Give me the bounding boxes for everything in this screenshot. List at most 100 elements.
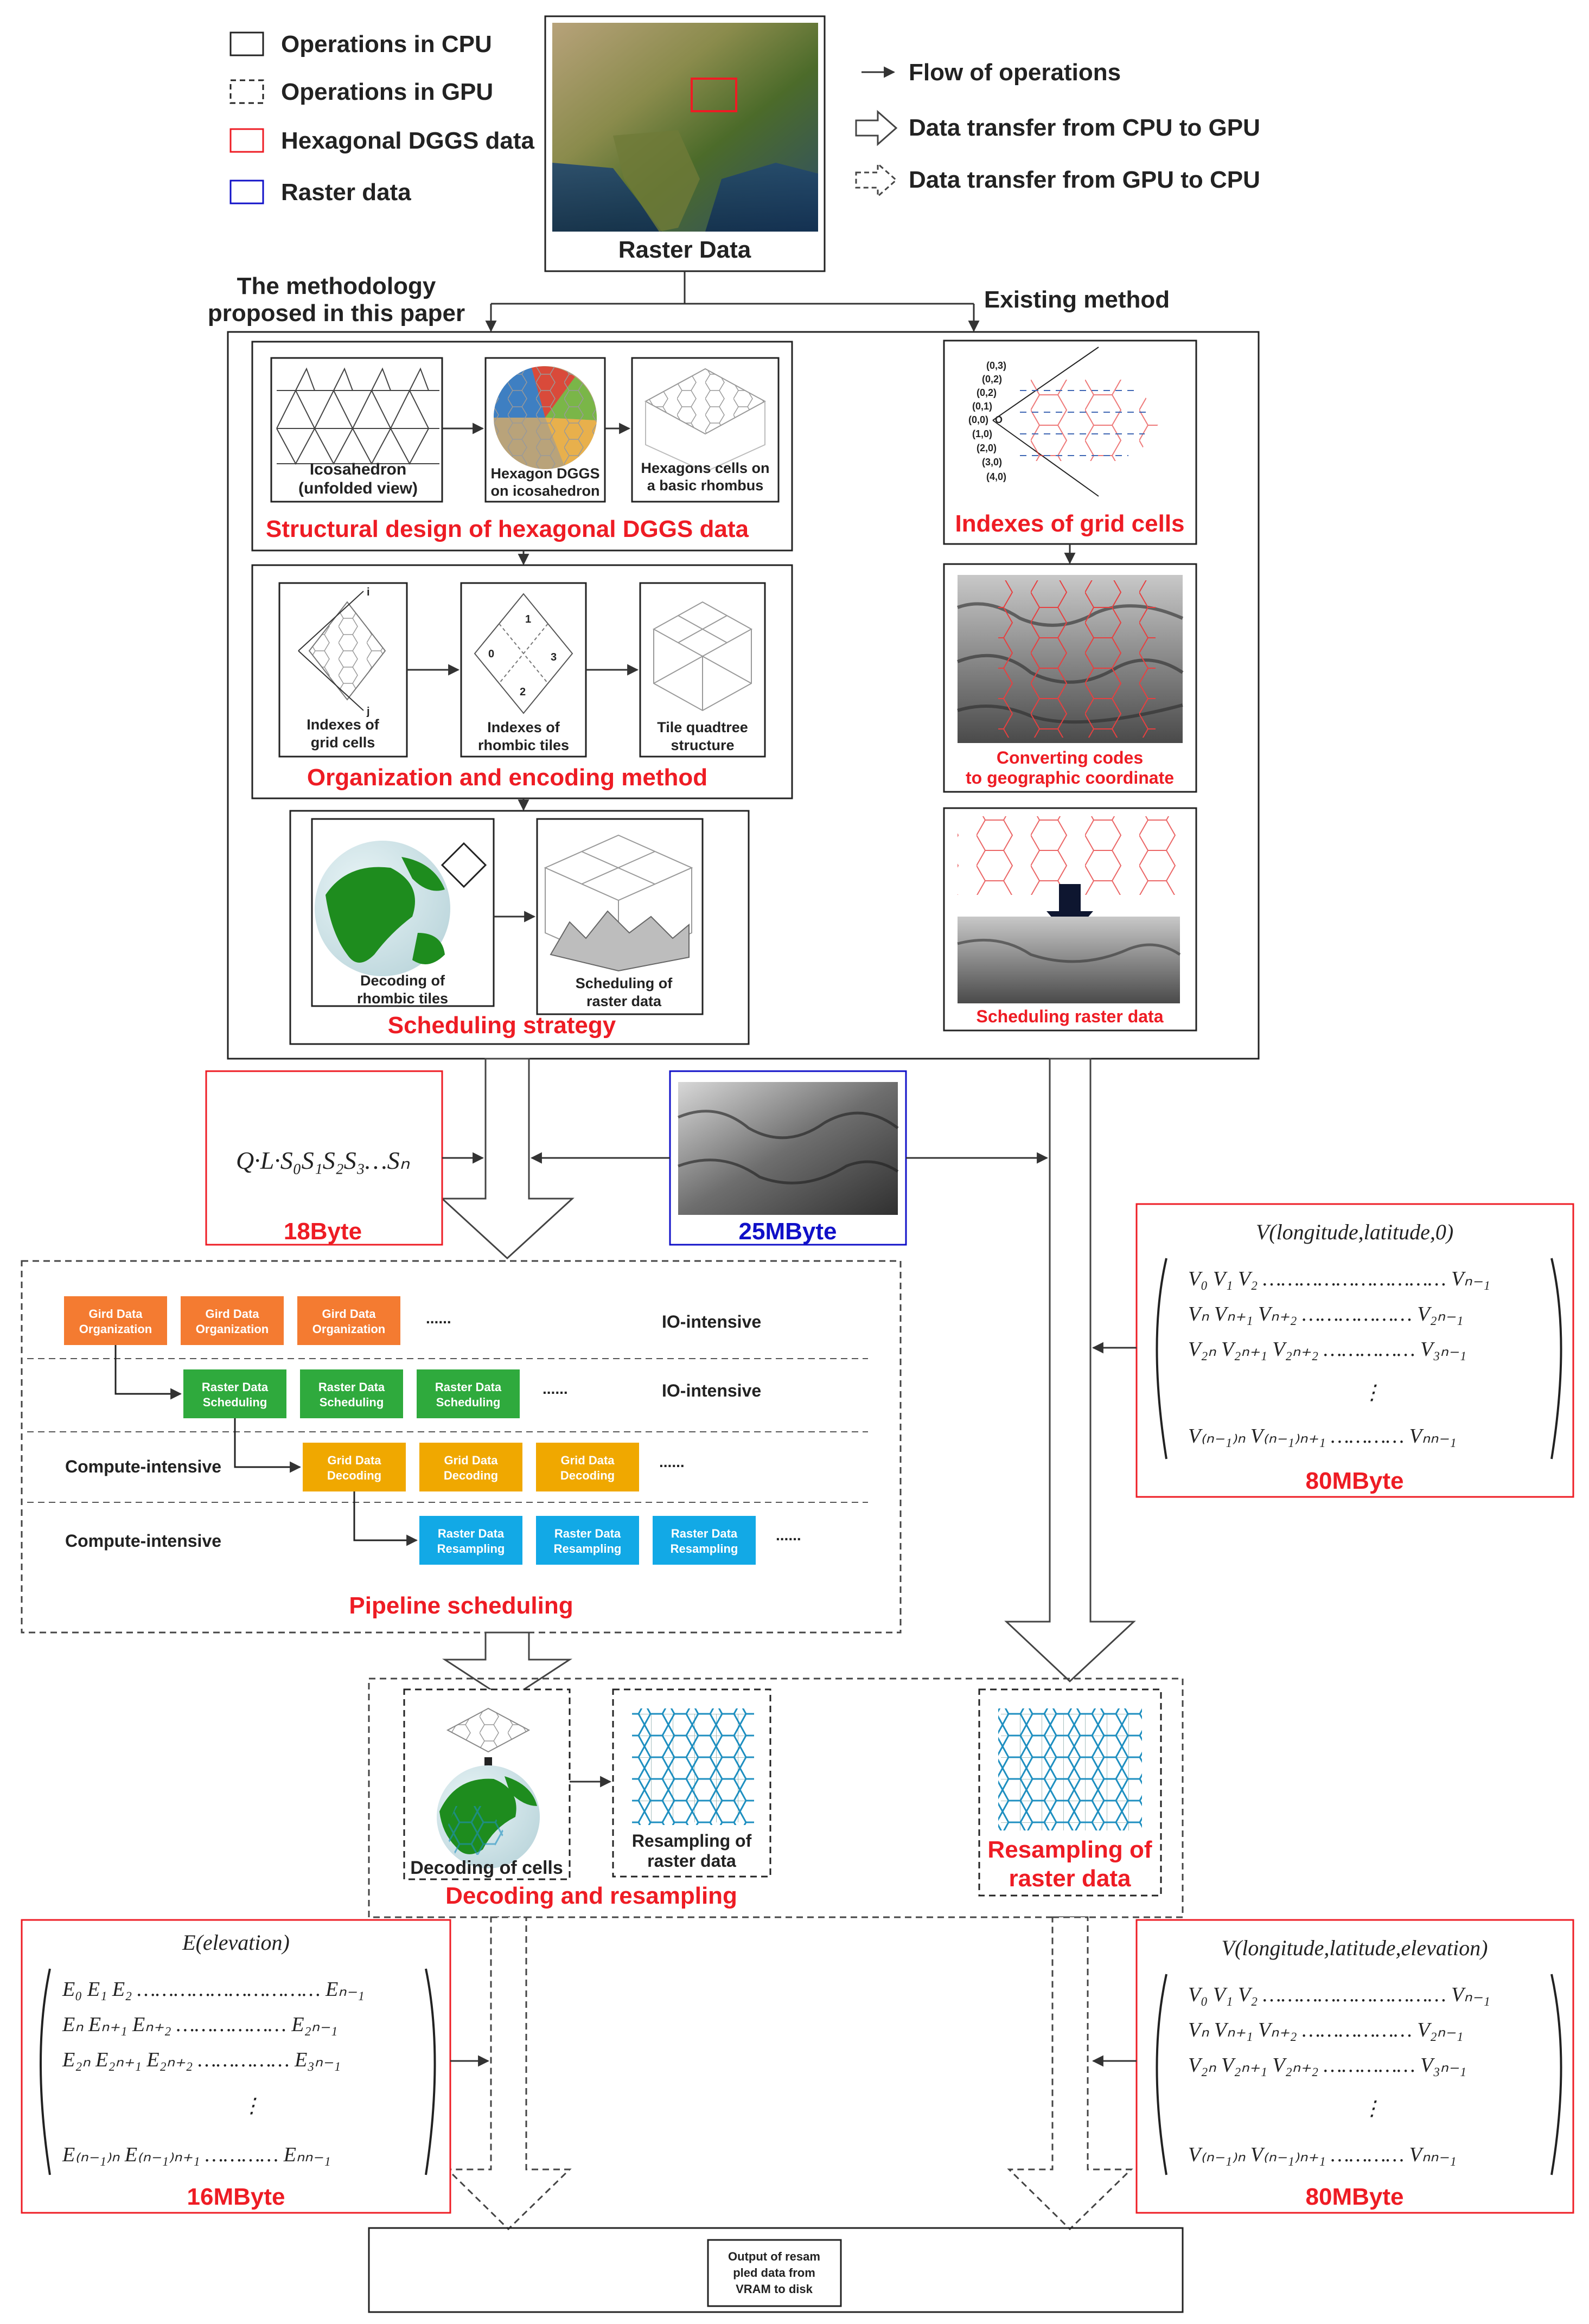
cpu-to-gpu-transfer-arrow-left	[440, 1058, 575, 1260]
resample-proposed-label-line1: Resampling of	[632, 1831, 752, 1851]
grid-index-axis-j-label: j	[366, 706, 370, 718]
icosahedron-net	[276, 367, 439, 465]
e-matrix-right-paren	[425, 1968, 436, 2175]
roi-marker	[691, 78, 737, 112]
resample-row-ellipsis: ......	[776, 1527, 801, 1544]
existing-coord-labels: (0,3) (0,2) (0,2) (0,1) (0,0) O (1,0) (2…	[968, 360, 1006, 482]
legend-gpu-label: Operations in GPU	[281, 79, 493, 105]
e-matrix-left-paren	[40, 1968, 51, 2175]
sched-row-ellipsis: ......	[543, 1380, 568, 1397]
decode-block-line2: Decoding	[444, 1469, 498, 1482]
raster-25mb-ridges	[678, 1110, 899, 1185]
sched-raster-tile	[544, 834, 693, 966]
legend-cpu-swatch	[229, 31, 264, 56]
grid-index-axis-i-label: i	[367, 586, 370, 598]
pipeline-frame	[21, 1260, 902, 1634]
icosahedron-label-line1: Icosahedron	[310, 460, 406, 478]
pipeline-row-decode: Compute-intensive Grid Data Decoding Gri…	[65, 1443, 685, 1491]
v-elevation-row: Vₙ Vₙ₊₁ Vₙ₊₂ ……………… V₂ₙ₋₁	[1188, 2019, 1463, 2041]
v-elevation-row: V₂ₙ V₂ₙ₊₁ V₂ₙ₊₂ …………… V₃ₙ₋₁	[1188, 2054, 1466, 2077]
org-block	[297, 1296, 400, 1345]
legend-cpu-to-gpu-arrow	[855, 110, 898, 146]
coord-label: (0,1)	[972, 401, 992, 412]
decode-row-ellipsis: ......	[659, 1454, 685, 1470]
v-elevation-left-paren	[1156, 1974, 1167, 2175]
hex-rhombus-label-line2: a basic rhombus	[647, 477, 764, 494]
e-matrix-row: E₍ₙ₋₁₎ₙ E₍ₙ₋₁₎ₙ₊₁ ………… Eₙₙ₋₁	[62, 2143, 331, 2166]
existing-convert-frame	[943, 563, 1197, 793]
v-elevation-frame	[1135, 1919, 1574, 2214]
quadtree-shape	[652, 601, 753, 712]
sched-raster-frame	[536, 818, 704, 1015]
output-label-line1: Output of resam	[728, 2250, 820, 2263]
org-block-line1: Gird Data	[322, 1307, 376, 1321]
sched-raster-label-line2: raster data	[586, 993, 662, 1009]
structural-design-panel: Icosahedron (unfolded view) Hexagon DGGS…	[251, 341, 793, 552]
decode-tiles-rhombus	[441, 842, 487, 888]
v-matrix-block: V(longitude,latitude,0) V₀ V₁ V₂ ……………………	[1135, 1203, 1574, 1498]
existing-indexes-title: Indexes of grid cells	[955, 510, 1184, 537]
rhombic-index-rhombus	[474, 593, 573, 714]
coord-label: (1,0)	[972, 428, 992, 439]
legend-flow-label: Flow of operations	[909, 59, 1121, 86]
rhombic-index-frame	[460, 582, 587, 758]
quadtree-label-line1: Tile quadtree	[657, 719, 748, 735]
existing-convert-hexes	[998, 580, 1156, 738]
resample-block-line1: Raster Data	[554, 1527, 621, 1540]
sched-row-tag: IO-intensive	[662, 1381, 761, 1400]
legend-gpu-to-cpu-arrow	[855, 162, 898, 199]
resample-proposed-label-line2: raster data	[647, 1851, 736, 1871]
output-outer-frame	[368, 2227, 1184, 2313]
resample-proposed-hexes	[632, 1708, 754, 1825]
sched-block-line1: Raster Data	[435, 1380, 502, 1394]
output-block: Output of resam pled data from VRAM to d…	[368, 2227, 1184, 2313]
grid-index-rhombus	[308, 601, 386, 701]
legend: Operations in CPU Operations in GPU Hexa…	[229, 31, 1260, 206]
decode-tiles-continents	[326, 857, 445, 964]
sched-block	[300, 1369, 403, 1418]
resample-row-tag: Compute-intensive	[65, 1531, 221, 1551]
sched-block-line1: Raster Data	[318, 1380, 385, 1394]
org-block	[64, 1296, 167, 1345]
decoding-title: Decoding and resampling	[445, 1883, 737, 1909]
org-to-sched-connector	[114, 1345, 182, 1400]
v-matrix-row: Vₙ Vₙ₊₁ Vₙ₊₂ ……………… V₂ₙ₋₁	[1188, 1303, 1463, 1326]
v-elevation-size: 80MByte	[1306, 2184, 1404, 2210]
grid-index-axis-i	[298, 591, 364, 651]
v-elevation-right-paren	[1550, 1974, 1562, 2175]
rhombic-index-splits	[499, 623, 548, 684]
satellite-land	[613, 130, 700, 232]
hex-rhombus-shape	[644, 368, 767, 435]
e-matrix-row: E₂ₙ E₂ₙ₊₁ E₂ₙ₊₂ …………… E₃ₙ₋₁	[62, 2048, 341, 2071]
decode-cells-label: Decoding of cells	[410, 1858, 563, 1878]
pipeline-title: Pipeline scheduling	[349, 1592, 573, 1619]
decode-block	[536, 1443, 639, 1491]
hex-dggs-cells	[494, 366, 597, 469]
grid-index-label-line1: Indexes of	[307, 716, 380, 733]
existing-sched-hexes	[958, 816, 1180, 895]
org-block-line2: Organization	[312, 1322, 385, 1336]
e-matrix-row: ⋮	[241, 2095, 262, 2117]
raster-25mb-block: 25MByte	[669, 1070, 907, 1246]
existing-sched-label: Scheduling raster data	[977, 1007, 1164, 1026]
existing-method-label: Existing method	[984, 286, 1170, 313]
e-matrix-row: Eₙ Eₙ₊₁ Eₙ₊₂ ……………… E₂ₙ₋₁	[62, 2013, 337, 2036]
sched-block-line2: Scheduling	[203, 1395, 267, 1409]
v-elevation-row: ⋮	[1362, 2097, 1382, 2120]
raster-data-label: Raster Data	[618, 236, 751, 263]
v-matrix-row: V₀ V₁ V₂ ………………………… Vₙ₋₁	[1188, 1267, 1490, 1290]
hex-rhombus-label-line1: Hexagons cells on	[641, 460, 769, 476]
sched-raster-label-line1: Scheduling of	[576, 975, 673, 991]
sched-block-line1: Raster Data	[202, 1380, 269, 1394]
e-matrix-frame	[21, 1919, 451, 2214]
output-label-line3: VRAM to disk	[736, 2282, 813, 2296]
v-matrix-row: V₂ₙ V₂ₙ₊₁ V₂ₙ₊₂ …………… V₃ₙ₋₁	[1188, 1338, 1466, 1361]
resample-existing-label-line1: Resampling of	[987, 1836, 1152, 1863]
existing-convert-label-line2: to geographic coordinate	[966, 768, 1174, 788]
e-matrix-block: E(elevation) E₀ E₁ E₂ ………………………… Eₙ₋₁ Eₙ…	[21, 1919, 451, 2214]
pipeline-to-decoding-arrow	[442, 1631, 573, 1701]
existing-sched-dem	[958, 917, 1180, 1003]
hex-code-block: Q·L·S₀S₁S₂S₃…Sₙ 18Byte	[205, 1070, 443, 1246]
legend-cpu-to-gpu-label: Data transfer from CPU to GPU	[909, 114, 1260, 141]
